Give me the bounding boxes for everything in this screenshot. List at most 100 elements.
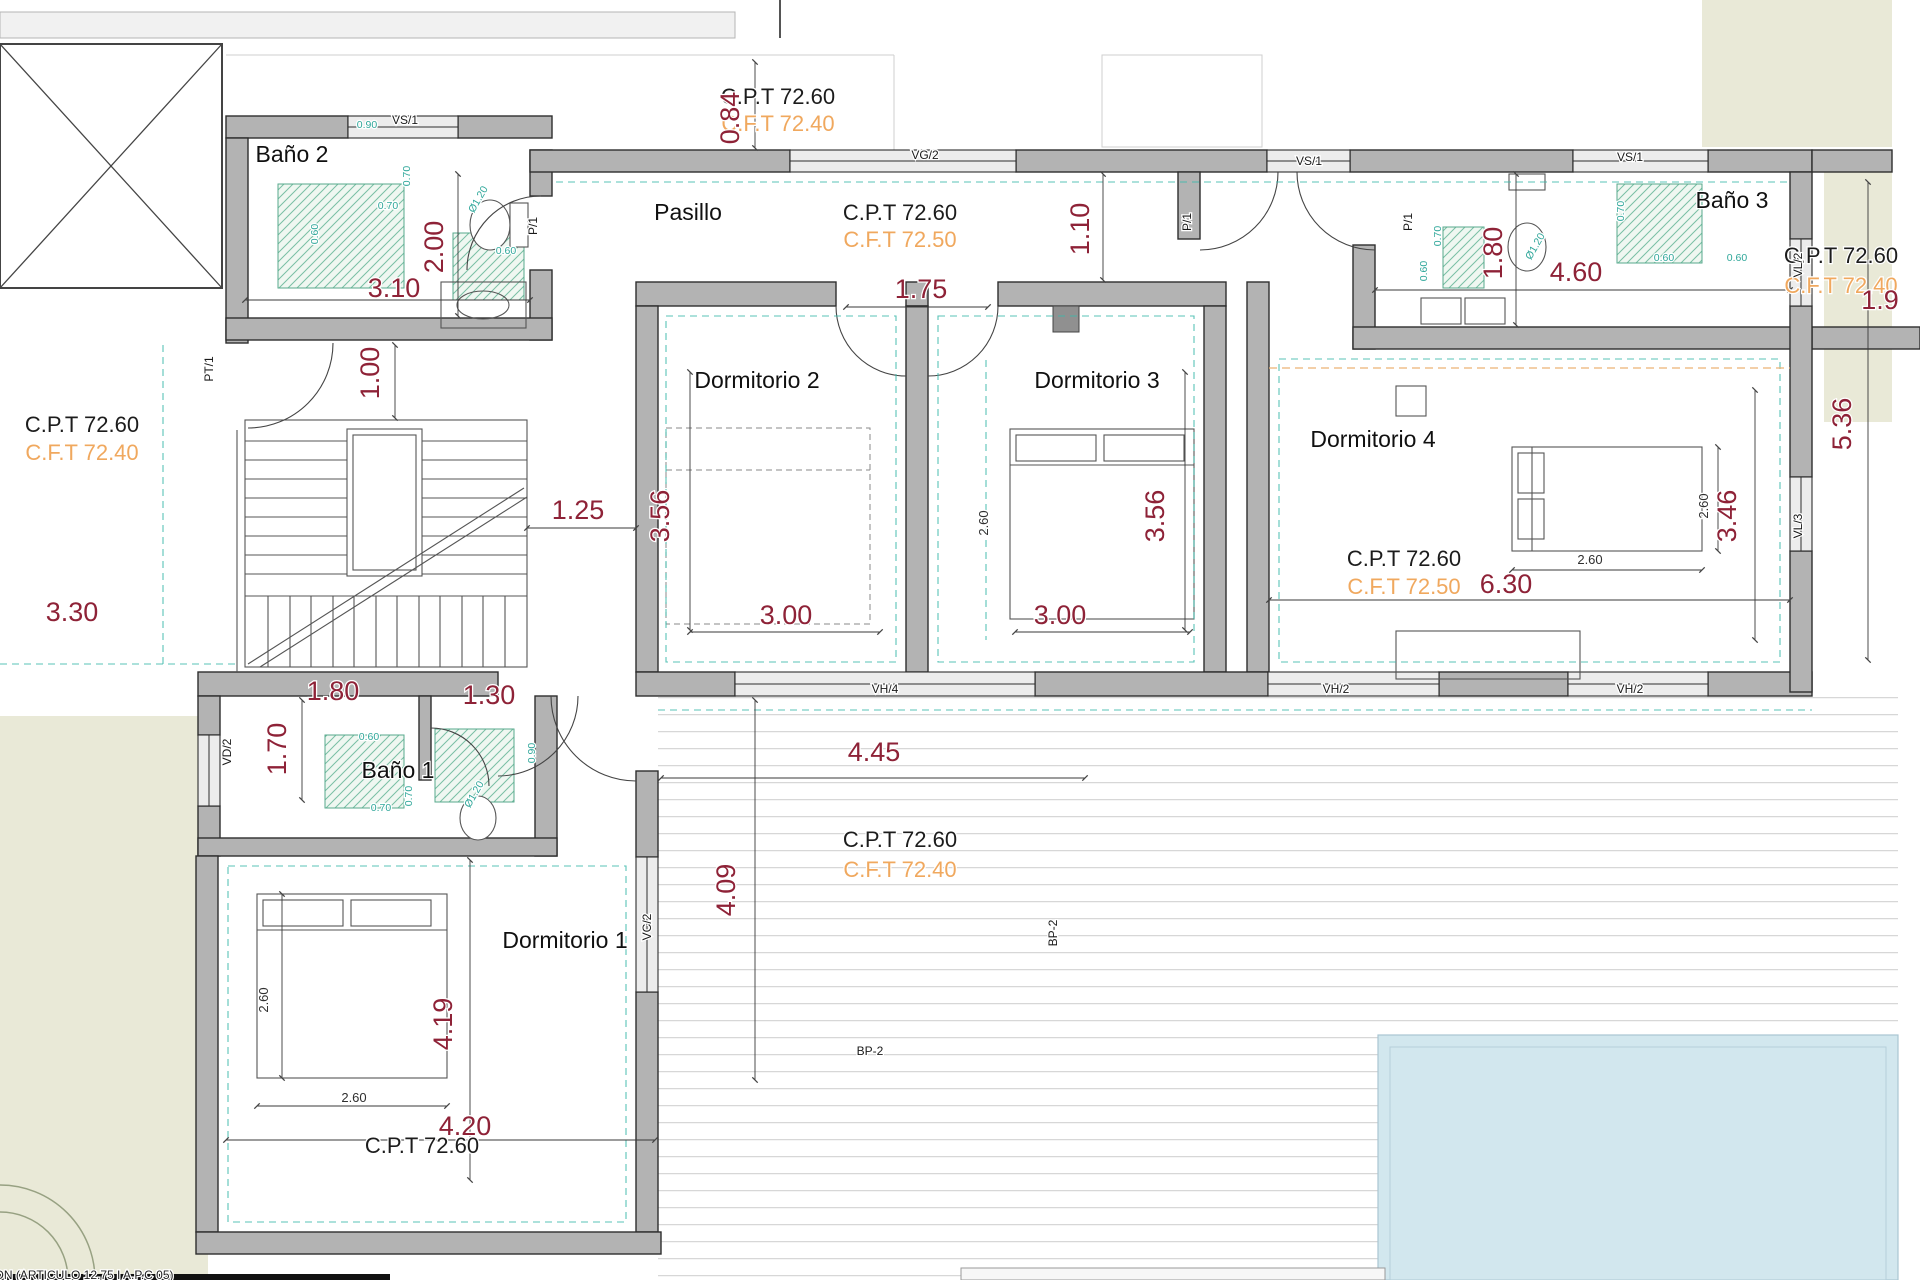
wall-segment [905,305,929,673]
dimension-label: 2.00 [419,221,449,274]
dimension-label: 0.84 [715,92,745,145]
wall-segment [529,149,791,173]
dashed-lines [0,181,1812,1223]
door-arc [247,342,334,429]
fixture-dim-label: 0.90 [526,743,538,764]
pillow [1015,434,1097,462]
dimension-label-cut: 1.9 [1861,285,1899,315]
wall-segment [1034,671,1269,697]
dimension-label: 5.36 [1827,398,1857,451]
stair-treads [245,440,527,667]
wall-segment [225,137,249,344]
garden-curve-inner [0,1211,69,1280]
wall-segment [457,115,553,139]
door-tag: P/1 [1180,213,1194,231]
fixture-dim-label: 0.60 [1418,261,1430,282]
toilet [459,795,497,841]
fixture-dim-label: 0.70 [401,166,413,187]
wall-segment [1811,149,1893,173]
dimension-label-small: 2.60 [256,987,271,1012]
bottom-black-bar [0,1274,390,1280]
wall-segment [1707,149,1813,173]
fixtures [256,173,1703,1079]
stair-outline [244,419,528,668]
dimension-label: 4.45 [848,737,901,767]
wall-segment [1203,305,1227,673]
dimension-label: 3.00 [760,600,813,630]
pillow [1517,452,1545,494]
stair-cut-line [247,487,525,665]
dimension-label-small: 2.60 [1696,493,1711,518]
room-label-bano-3: Baño 3 [1696,187,1769,213]
wall-segment [1246,281,1270,673]
dimension-label: 3.46 [1712,490,1742,543]
pillow [350,899,432,927]
window-tag: VD/2 [220,738,234,765]
cpt-label-top: C.P.T 72.60 [721,84,835,109]
room-label-bano-1: Baño 1 [362,757,435,783]
room-label-dormitorio-3: Dormitorio 3 [1034,367,1159,393]
toilet-tank [1508,173,1546,191]
room-label-dormitorio-1: Dormitorio 1 [502,927,627,953]
void-skylight [0,43,223,289]
shower-hatch [434,728,515,803]
fixture-dim-label: 0.90 [357,119,378,131]
wall-segment [197,837,558,857]
window-tag: VL/3 [1791,513,1805,538]
room-label-bano-2: Baño 2 [256,141,329,167]
dimension-label: 4.60 [1550,257,1603,287]
window-tag: VG/2 [911,148,939,162]
wall-segment [997,281,1227,307]
stair-shaft-inner [352,434,417,571]
door-tag: P/1 [526,217,540,235]
door-arc [466,195,542,271]
titleblock-bar [960,1267,1386,1280]
window-tag: VC/2 [640,913,654,940]
dimension-label: 1.30 [463,680,516,710]
wall-segment [225,115,349,139]
dimension-label-small: 2.60 [1577,552,1602,567]
wall-segment [1349,149,1574,173]
fixture-dim-label: 0.70 [403,786,415,807]
fixture-dim-label: 0.60 [359,731,380,743]
window-tag: VH/4 [872,682,899,696]
room-label-dormitorio-2: Dormitorio 2 [694,367,819,393]
garden-right [1824,172,1892,422]
dimension-label: 3.30 [46,597,99,627]
wall-segment [635,281,837,307]
dimension-label: 1.25 [552,495,605,525]
wall-segment [1789,550,1813,693]
dimension-label: 1.10 [1065,203,1095,256]
wall-segment [1438,671,1569,697]
fixture-dim-label: 0.70 [371,802,392,814]
dimension-lines [222,58,1872,1184]
door-arc [550,695,637,782]
wall-segment [1789,305,1813,478]
cft-label-dorm4: C.F.T 72.50 [1347,574,1460,599]
room-label-pasillo: Pasillo [654,199,722,225]
shower-hatch [324,734,405,809]
window-tag: VS/1 [1617,150,1643,164]
cft-label-left: C.F.T 72.40 [25,440,138,465]
wall-segment [635,770,659,858]
wall-segment [1352,326,1813,350]
fixture-dim-label: 0.60 [1727,252,1748,264]
door-tag: PT/1 [202,356,216,382]
door-arc [835,305,907,377]
dimension-label-small: 2.60 [341,1090,366,1105]
dimension-label-small: 2.60 [976,510,991,535]
nightstand [1395,385,1427,417]
door-arc [1199,171,1279,251]
door-tag: P/1 [1401,213,1415,231]
wall-segment [635,671,736,697]
cft-label-right-cut: C.F.T 72.40 [1784,273,1897,298]
dimension-label: 4.19 [428,998,458,1051]
window-tag: VH/2 [1323,682,1350,696]
fixture-dim-label: 0.60 [1654,252,1675,264]
dimension-label: 1.80 [307,676,360,706]
dimension-label: 4.20 [439,1111,492,1141]
vanity [440,281,527,329]
bed-dorm4 [1511,446,1703,552]
cft-label-terrace: C.F.T 72.40 [843,857,956,882]
